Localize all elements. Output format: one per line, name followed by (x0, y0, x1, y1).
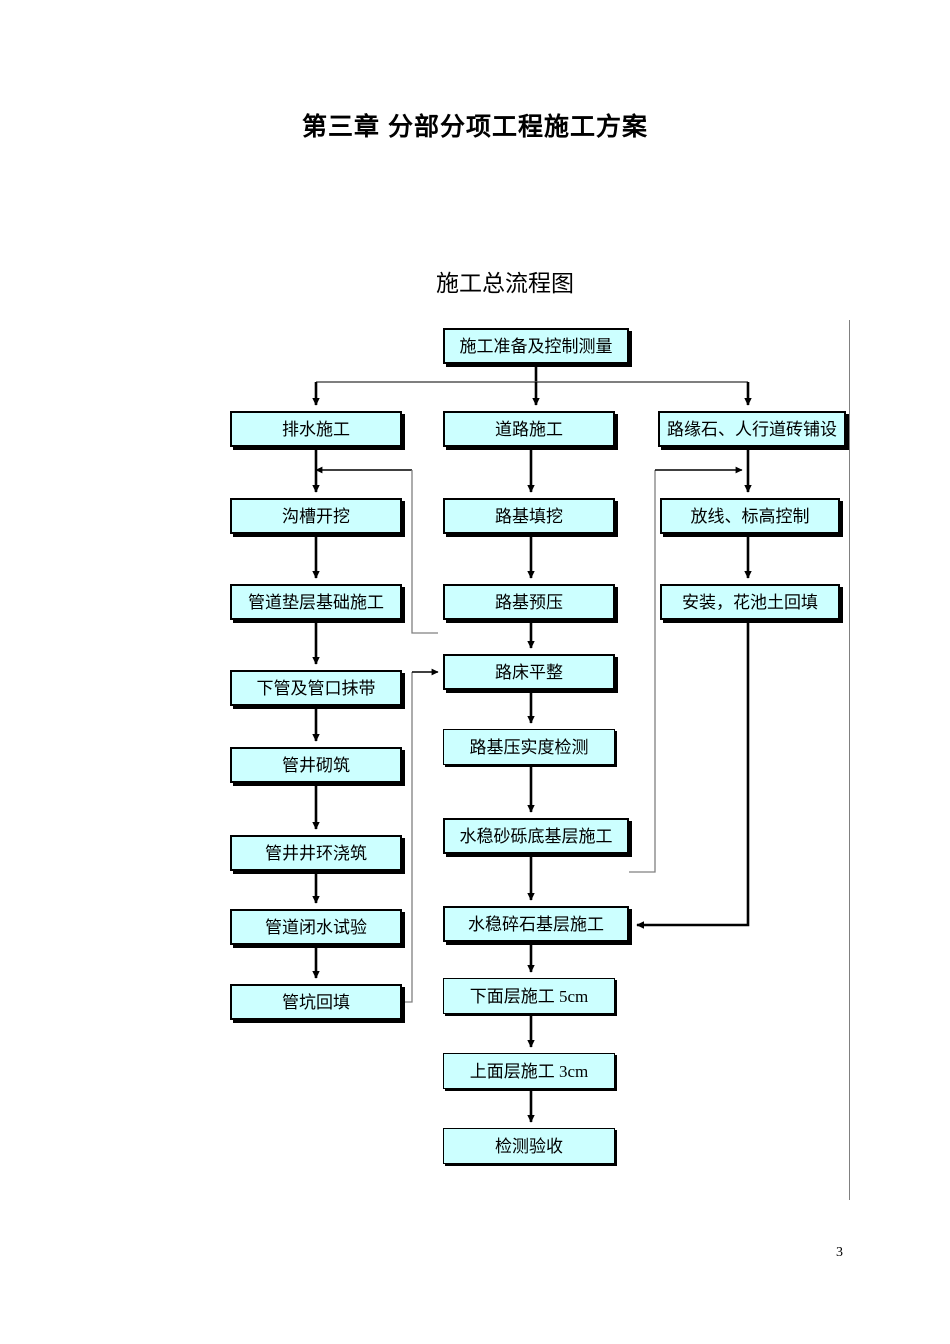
flow-node-lowerlayer: 下面层施工 5cm (443, 978, 615, 1014)
flow-node-trench: 沟槽开挖 (230, 498, 402, 534)
flow-node-label: 路缘石、人行道砖铺设 (667, 419, 837, 439)
flow-node-pipelay: 下管及管口抹带 (230, 670, 402, 706)
flow-node-label: 沟槽开挖 (282, 506, 350, 526)
flow-node-label: 放线、标高控制 (690, 506, 810, 526)
right-margin-rule (849, 320, 850, 1200)
chart-title: 施工总流程图 (436, 271, 574, 296)
flow-node-label: 上面层施工 3cm (469, 1061, 589, 1081)
flow-node-install: 安装，花池土回填 (660, 584, 840, 620)
flow-node-sandgravel: 水稳砂砾底基层施工 (443, 818, 629, 854)
flow-node-label: 排水施工 (282, 419, 350, 439)
flow-node-drain: 排水施工 (230, 411, 402, 447)
flow-node-label: 安装，花池土回填 (682, 592, 818, 612)
flow-node-label: 下面层施工 5cm (469, 986, 589, 1006)
flow-node-label: 管坑回填 (282, 992, 350, 1012)
page-number: 3 (836, 1245, 843, 1260)
flow-node-backfill: 管坑回填 (230, 984, 402, 1020)
flow-node-road: 道路施工 (443, 411, 615, 447)
flow-node-label: 路基压实度检测 (469, 737, 589, 757)
flow-node-label: 检测验收 (495, 1136, 563, 1156)
flow-node-subgrade: 路基填挖 (443, 498, 615, 534)
flow-node-label: 水稳碎石基层施工 (468, 914, 604, 934)
page-title: 第三章 分部分项工程施工方案 (302, 113, 648, 141)
flow-node-label: 下管及管口抹带 (256, 678, 376, 698)
flow-node-crushstone: 水稳碎石基层施工 (443, 906, 629, 942)
flow-node-start: 施工准备及控制测量 (443, 328, 629, 364)
flow-node-preload: 路基预压 (443, 584, 615, 620)
flow-node-label: 路基填挖 (495, 506, 563, 526)
flow-node-ring: 管井井环浇筑 (230, 835, 402, 871)
flow-node-setout: 放线、标高控制 (660, 498, 840, 534)
flow-node-roadbed: 路床平整 (443, 654, 615, 690)
flow-node-upperlayer: 上面层施工 3cm (443, 1053, 615, 1089)
flow-node-label: 管道闭水试验 (265, 917, 367, 937)
flow-node-label: 施工准备及控制测量 (459, 336, 613, 356)
flow-node-label: 管井井环浇筑 (265, 843, 367, 863)
flow-node-manhole: 管井砌筑 (230, 747, 402, 783)
flow-node-label: 水稳砂砾底基层施工 (459, 826, 613, 846)
flow-node-label: 管道垫层基础施工 (248, 592, 384, 612)
flow-node-label: 管井砌筑 (282, 755, 350, 775)
flow-node-label: 道路施工 (495, 419, 563, 439)
flow-node-compaction: 路基压实度检测 (443, 729, 615, 765)
flow-node-bedding: 管道垫层基础施工 (230, 584, 402, 620)
flow-node-watertest: 管道闭水试验 (230, 909, 402, 945)
flow-node-acceptance: 检测验收 (443, 1128, 615, 1164)
flow-node-label: 路床平整 (495, 662, 563, 682)
flow-node-label: 路基预压 (495, 592, 563, 612)
flow-node-curb: 路缘石、人行道砖铺设 (658, 411, 846, 447)
